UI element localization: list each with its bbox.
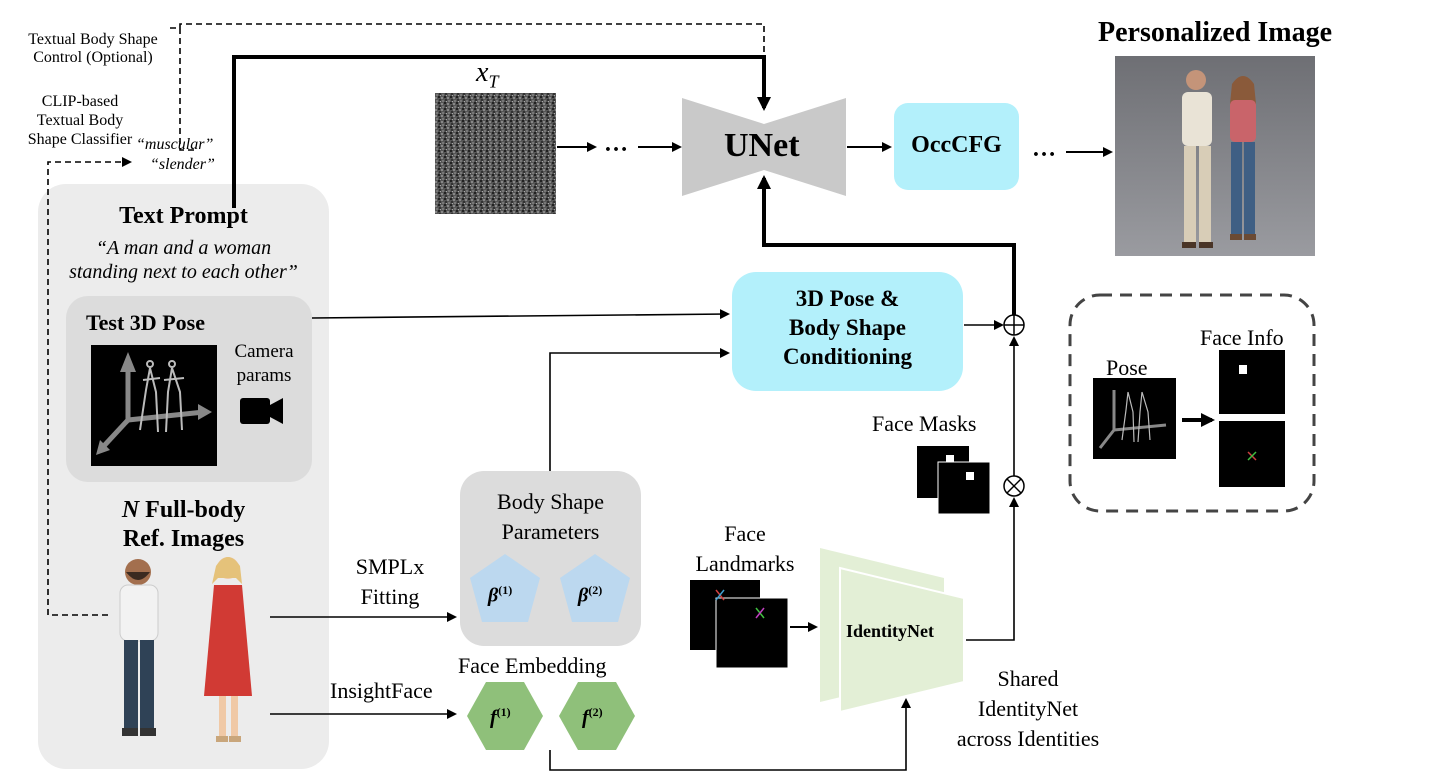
prompt-text-line-2: standing next to each other” (69, 261, 298, 283)
camera-params-2: params (236, 365, 292, 386)
beta2-label: β(2) (578, 583, 603, 607)
occcfg-label: OccCFG (911, 132, 1002, 158)
ref-images-label: Ref. Images (122, 526, 245, 552)
clip-classifier-label-2: Textual Body (36, 112, 124, 129)
ref-image-man (119, 559, 159, 736)
inset-pose-label: Pose (1106, 355, 1148, 380)
smplx-label-1: SMPLx (355, 554, 425, 579)
conditioning-label-3: Conditioning (782, 344, 913, 369)
body-shape-label-1: Body Shape (497, 489, 604, 514)
shared-identitynet-2: IdentityNet (977, 696, 1079, 721)
beta1-pentagon (470, 554, 540, 622)
text-prompt-title: Text Prompt (119, 203, 248, 229)
face-mask-2 (937, 461, 991, 515)
landmark-image-2 (715, 597, 789, 669)
inset-pose-image (1093, 378, 1176, 459)
conditioning-label-2: Body Shape (789, 315, 906, 340)
ref-image-woman (204, 557, 252, 742)
test-pose-image (91, 345, 217, 466)
identitynet-label: IdentityNet (846, 621, 934, 641)
face-landmarks-label-2: Landmarks (695, 551, 795, 576)
conditioning-box (732, 272, 963, 391)
smplx-label-2: Fitting (360, 584, 420, 609)
textual-control-label-1: Textual Body Shape (28, 31, 158, 48)
occcfg-box (894, 103, 1019, 190)
f2-hexagon (559, 682, 635, 750)
muscular-label: “muscular” (136, 136, 214, 153)
face-info-mask-image (1219, 350, 1285, 414)
slender-label: “slender” (150, 156, 215, 173)
f1-label: f(1) (490, 705, 511, 729)
inset-box (1068, 293, 1316, 513)
unet-label: UNet (724, 127, 800, 164)
personalized-image-title: Personalized Image (1098, 17, 1333, 48)
beta2-pentagon (560, 554, 630, 622)
beta1-label: β(1) (488, 583, 513, 607)
face-masks-label: Face Masks (872, 411, 977, 436)
face-landmarks-label-1: Face (724, 521, 766, 546)
conditioning-label-1: 3D Pose & (795, 286, 900, 311)
full-body-label: N Full-body (121, 497, 246, 523)
identitynet-front (839, 566, 965, 714)
test-pose-title: Test 3D Pose (86, 310, 205, 335)
noise-icon (435, 93, 556, 214)
camera-params-1: Camera (234, 341, 294, 362)
f1-hexagon (467, 682, 543, 750)
photo-icon (1115, 56, 1315, 256)
noise-label: xT (476, 57, 499, 92)
skeleton-icon (96, 352, 212, 455)
textual-control-label-2: Control (Optional) (33, 49, 153, 66)
inset-face-info-label: Face Info (1200, 325, 1284, 350)
f2-label: f(2) (582, 705, 603, 729)
body-shape-label-2: Parameters (501, 519, 600, 544)
face-info-landmark-image (1219, 421, 1285, 487)
clip-classifier-label-3: Shape Classifier (27, 131, 133, 148)
clip-classifier-label-1: CLIP-based (41, 93, 119, 110)
shared-identitynet-1: Shared (997, 666, 1059, 691)
face-embedding-label: Face Embedding (458, 653, 607, 678)
ellipsis-2: … (1032, 136, 1056, 162)
ellipsis-1: … (604, 131, 628, 157)
camera-icon (240, 398, 283, 424)
prompt-text-line-1: “A man and a woman (95, 237, 272, 259)
insightface-label: InsightFace (330, 678, 433, 703)
shared-identitynet-3: across Identities (956, 726, 1100, 751)
unet-block (682, 98, 846, 196)
